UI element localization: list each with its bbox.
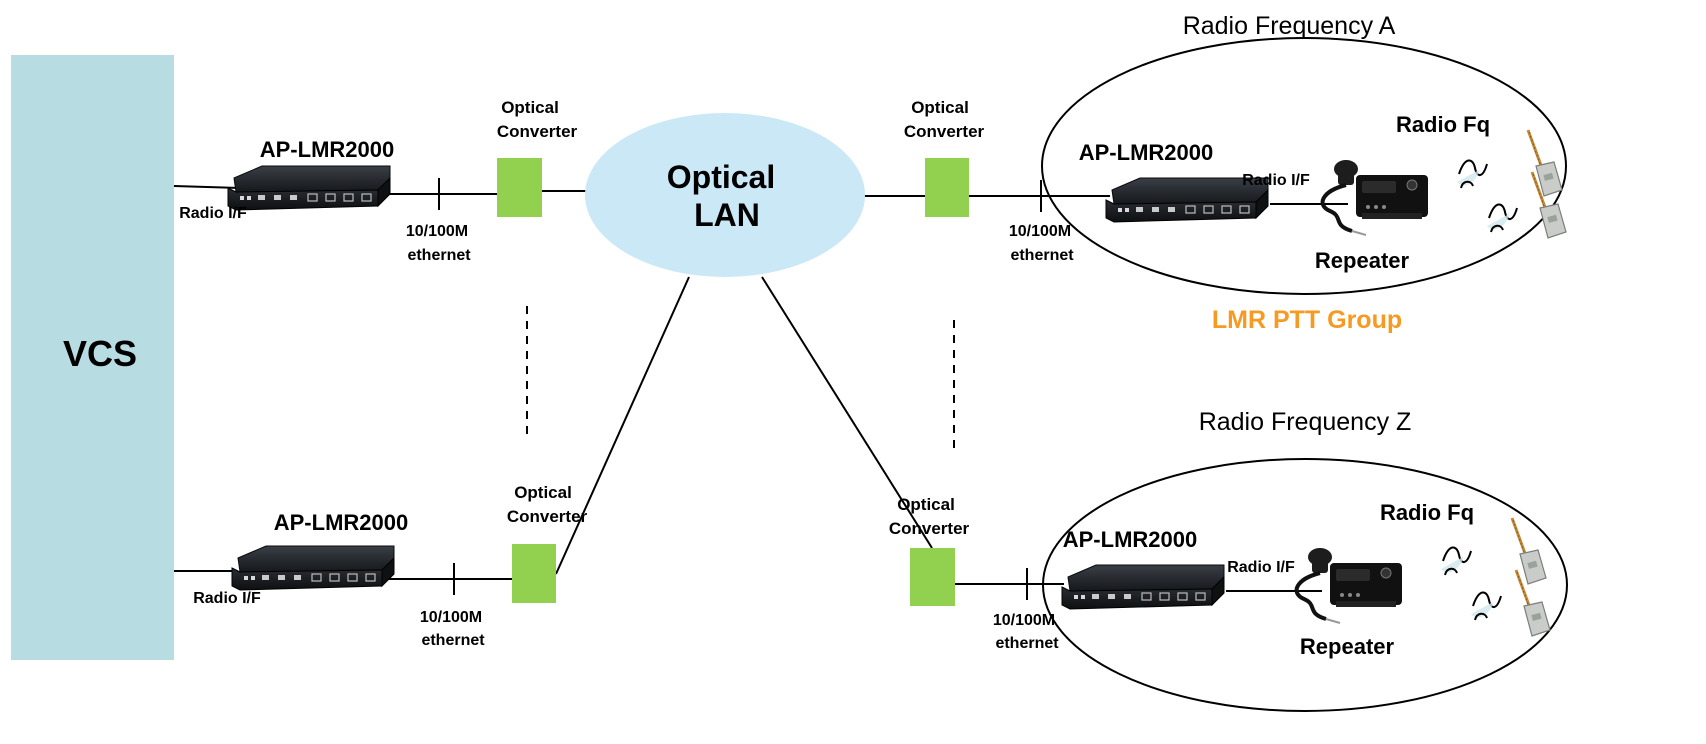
mobile-radio-icon [1294, 546, 1404, 625]
radio-wave-icon [1486, 203, 1518, 233]
repeater-label: Repeater [1300, 634, 1395, 659]
device-label: AP-LMR2000 [260, 137, 394, 162]
converter-label-line2: Converter [904, 122, 985, 141]
radio-wave-icon [1440, 546, 1472, 576]
connection-lines [173, 178, 1348, 600]
group-title-a: Radio Frequency A [1183, 12, 1396, 40]
converter-label-line2: Converter [497, 122, 578, 141]
converter-label-line2: Converter [889, 519, 970, 538]
optical-converter-icon [512, 544, 556, 603]
optical-lan-label-line1: Optical [667, 159, 775, 195]
device-label: AP-LMR2000 [1079, 140, 1213, 165]
ethernet-label-line2: ethernet [995, 635, 1059, 652]
ethernet-label-line1: 10/100M [1009, 223, 1071, 240]
radio-if-label: Radio I/F [1227, 559, 1295, 576]
converter-label-line1: Optical [501, 98, 559, 117]
network-device-icon [231, 545, 395, 591]
converter-label-line2: Converter [507, 507, 588, 526]
radio-wave-icon [1456, 159, 1488, 189]
converter-label-line1: Optical [911, 98, 969, 117]
radio-if-label: Radio I/F [179, 205, 247, 222]
optical-converter-icon [925, 158, 969, 217]
converter-label-line1: Optical [514, 483, 572, 502]
optical-lan-label-line2: LAN [694, 197, 760, 233]
repeater-label: Repeater [1315, 248, 1410, 273]
optical-converter-icon [497, 158, 542, 217]
radio-if-label: Radio I/F [193, 590, 261, 607]
handheld-radio-icon [1526, 128, 1564, 198]
ethernet-label-line1: 10/100M [420, 609, 482, 626]
optical-lan-cloud [585, 113, 865, 277]
ethernet-label-line2: ethernet [407, 247, 471, 264]
radio-fq-label: Radio Fq [1380, 500, 1474, 525]
radio-if-label: Radio I/F [1242, 172, 1310, 189]
ptt-group-label: LMR PTT Group [1212, 306, 1402, 334]
radio-wave-icon [1470, 591, 1502, 621]
network-device-icon [1061, 564, 1225, 610]
optical-converter-icon [910, 548, 955, 606]
radio-fq-label: Radio Fq [1396, 112, 1490, 137]
device-label: AP-LMR2000 [1063, 527, 1197, 552]
device-label: AP-LMR2000 [274, 510, 408, 535]
vcs-block [11, 55, 174, 660]
network-device-icon [227, 165, 391, 211]
group-title-z: Radio Frequency Z [1199, 408, 1412, 436]
mobile-radio-icon [1320, 158, 1430, 237]
radio-group-boundary-a [1041, 37, 1567, 295]
converter-label-line1: Optical [897, 495, 955, 514]
ethernet-label-line1: 10/100M [406, 223, 468, 240]
radio-group-boundary-z [1042, 458, 1568, 712]
ethernet-label-line2: ethernet [1010, 247, 1074, 264]
ethernet-label-line1: 10/100M [993, 612, 1055, 629]
vcs-label: VCS [63, 333, 137, 374]
ethernet-label-line2: ethernet [421, 632, 485, 649]
